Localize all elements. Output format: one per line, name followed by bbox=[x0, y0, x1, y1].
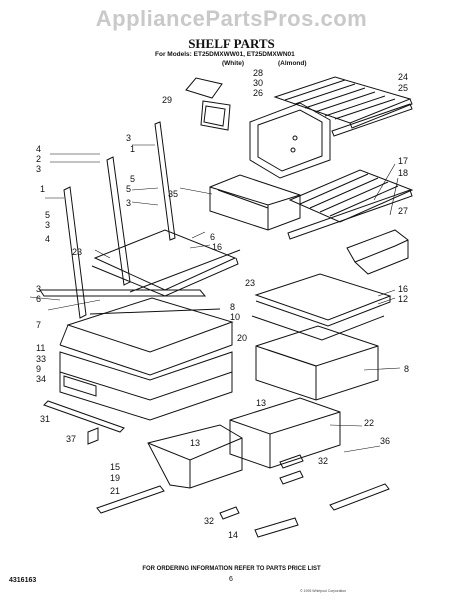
callout-30: 30 bbox=[253, 78, 263, 88]
callout-1b: 1 bbox=[40, 184, 45, 194]
trim-strip-36 bbox=[329, 483, 390, 511]
callout-8b: 8 bbox=[404, 364, 409, 374]
callout-37: 37 bbox=[66, 434, 76, 444]
callout-9: 9 bbox=[36, 364, 41, 374]
callout-14: 14 bbox=[228, 530, 238, 540]
callout-24: 24 bbox=[398, 72, 408, 82]
callout-18: 18 bbox=[398, 168, 408, 178]
slide-rail-7 bbox=[39, 289, 207, 433]
callout-31: 31 bbox=[40, 414, 50, 424]
bracket-37 bbox=[87, 427, 99, 445]
drawer-22 bbox=[229, 397, 341, 469]
callout-4b: 4 bbox=[45, 234, 50, 244]
trim-strip-21 bbox=[96, 485, 165, 514]
callout-28: 28 bbox=[253, 68, 263, 78]
drawer-20 bbox=[255, 325, 379, 401]
callout-5a: 5 bbox=[130, 174, 135, 184]
callout-6b: 6 bbox=[36, 294, 41, 304]
callout-3b: 3 bbox=[36, 164, 41, 174]
clips-32 bbox=[219, 454, 304, 538]
watermark-text: AppliancePartsPros.com bbox=[95, 6, 368, 31]
diagram-title: SHELF PARTS bbox=[188, 36, 275, 51]
callout-11: 11 bbox=[36, 343, 45, 353]
callout-19: 19 bbox=[110, 473, 120, 483]
callout-5c: 5 bbox=[45, 210, 50, 220]
rail-assembly-28-30 bbox=[185, 77, 231, 131]
drawer-pan-35 bbox=[209, 174, 301, 231]
drawer-19 bbox=[147, 424, 243, 489]
crisper-cover-9 bbox=[59, 297, 234, 376]
callout-36: 36 bbox=[380, 436, 390, 446]
callout-35: 35 bbox=[168, 189, 178, 199]
callout-6a: 6 bbox=[210, 232, 215, 242]
copyright-notice: © 1993 Whirlpool Corporation bbox=[300, 589, 347, 593]
callout-17: 17 bbox=[398, 156, 408, 166]
page-number: 6 bbox=[229, 576, 233, 583]
callout-1a: 1 bbox=[130, 144, 135, 154]
callout-27: 27 bbox=[398, 206, 408, 216]
callout-7: 7 bbox=[36, 320, 41, 330]
callout-21: 21 bbox=[110, 486, 120, 496]
document-number: 4316163 bbox=[9, 577, 37, 584]
callout-25: 25 bbox=[398, 83, 408, 93]
vertical-rails bbox=[63, 121, 176, 319]
callout-13a: 13 bbox=[256, 398, 266, 408]
callout-4a: 4 bbox=[36, 144, 41, 154]
callout-32b: 32 bbox=[204, 516, 214, 526]
callout-20: 20 bbox=[237, 333, 247, 343]
callout-16b: 16 bbox=[398, 284, 408, 294]
leader-lines bbox=[29, 144, 401, 453]
callout-33: 33 bbox=[36, 354, 46, 364]
cover-frame-26 bbox=[249, 102, 331, 179]
glass-shelf-16 bbox=[91, 229, 241, 297]
variant-white: (White) bbox=[222, 60, 245, 67]
callout-13b: 13 bbox=[190, 438, 200, 448]
callout-labels: 28 30 26 29 24 25 3 1 4 2 3 1 5 5 3 35 5… bbox=[36, 68, 409, 540]
ordering-note: FOR ORDERING INFORMATION REFER TO PARTS … bbox=[142, 566, 321, 572]
variant-almond: (Almond) bbox=[278, 60, 307, 67]
wire-shelf-lower bbox=[287, 169, 414, 240]
callout-29: 29 bbox=[162, 95, 172, 105]
wire-shelf-upper bbox=[273, 76, 413, 137]
glass-shelf-right bbox=[251, 273, 392, 341]
callout-23b: 23 bbox=[245, 278, 255, 288]
large-drawer-11 bbox=[59, 351, 233, 421]
callout-32a: 32 bbox=[318, 456, 328, 466]
callout-3d: 3 bbox=[45, 220, 50, 230]
callout-26: 26 bbox=[253, 88, 263, 98]
callout-23a: 23 bbox=[72, 247, 82, 257]
callout-10: 10 bbox=[230, 312, 240, 322]
callout-8a: 8 bbox=[230, 302, 235, 312]
callout-3a: 3 bbox=[126, 133, 131, 143]
models-line: For Models: ET25DMXWW01, ET25DMXWN01 bbox=[155, 51, 295, 58]
callout-15: 15 bbox=[110, 462, 120, 472]
callout-16a: 16 bbox=[212, 242, 222, 252]
callout-3e: 3 bbox=[36, 284, 41, 294]
callout-12: 12 bbox=[398, 294, 408, 304]
callout-2: 2 bbox=[36, 154, 41, 164]
callout-22: 22 bbox=[364, 418, 374, 428]
bin-27 bbox=[346, 229, 409, 275]
callout-34: 34 bbox=[36, 374, 46, 384]
callout-5b: 5 bbox=[126, 184, 131, 194]
callout-3c: 3 bbox=[126, 198, 131, 208]
